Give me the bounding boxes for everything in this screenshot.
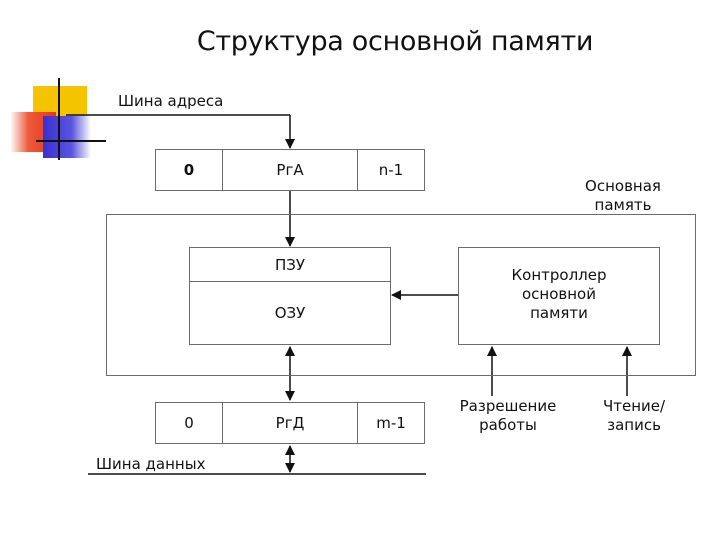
- main-memory-box: [106, 214, 696, 376]
- enable-signal-line2: работы: [479, 416, 537, 434]
- main-memory-label-line2: память: [594, 196, 652, 214]
- memory-controller-label: Контроллер основной памяти: [459, 266, 659, 323]
- rom-ram-block: ПЗУ ОЗУ: [189, 247, 391, 345]
- data-register-high-bit: m-1: [376, 414, 406, 432]
- enable-signal-line1: Разрешение: [459, 397, 557, 415]
- address-register-low-bit: 0: [156, 150, 223, 190]
- rom-cell: ПЗУ: [190, 248, 390, 282]
- ram-cell: ОЗУ: [274, 304, 306, 322]
- address-register: 0 РгА n-1: [155, 149, 425, 191]
- data-register-low-bit: 0: [156, 403, 223, 443]
- decor-vertical-line: [58, 78, 60, 160]
- decor-blue-square: [43, 116, 91, 158]
- main-memory-label-line1: Основная: [585, 177, 661, 195]
- data-register-name: РгД: [223, 403, 358, 443]
- page-title: Структура основной памяти: [196, 26, 594, 57]
- address-register-name: РгА: [223, 150, 358, 190]
- main-memory-label: Основная память: [560, 177, 686, 215]
- controller-line2: основной: [522, 285, 596, 303]
- rw-signal-line2: запись: [607, 416, 661, 434]
- controller-line3: памяти: [530, 304, 588, 322]
- rw-signal-line1: Чтение/: [602, 397, 666, 415]
- address-register-high-bit: n-1: [378, 161, 404, 179]
- memory-controller: Контроллер основной памяти: [458, 247, 660, 345]
- data-register: 0 РгД m-1: [155, 402, 425, 444]
- data-bus-label: Шина данных: [96, 455, 206, 473]
- rw-signal-label: Чтение/ запись: [584, 397, 684, 435]
- controller-line1: Контроллер: [511, 266, 607, 284]
- address-bus-label: Шина адреса: [118, 92, 224, 110]
- enable-signal-label: Разрешение работы: [438, 397, 578, 435]
- decor-horizontal-line: [36, 140, 106, 142]
